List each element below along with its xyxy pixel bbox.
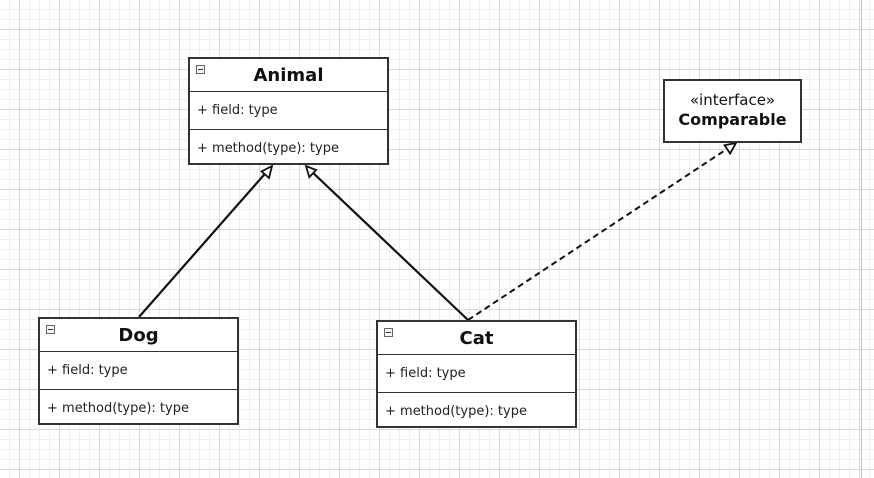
class-animal-method[interactable]: + method(type): type bbox=[197, 140, 339, 156]
class-animal-name: Animal bbox=[253, 64, 324, 86]
class-cat-method[interactable]: + method(type): type bbox=[385, 403, 527, 419]
dog-generalization-arrowhead bbox=[260, 164, 274, 180]
class-dog-header[interactable]: Dog bbox=[40, 319, 237, 352]
class-dog-method[interactable]: + method(type): type bbox=[47, 400, 189, 416]
cat-comparable-realization-line[interactable] bbox=[467, 144, 734, 321]
class-animal-field[interactable]: + field: type bbox=[190, 92, 387, 130]
class-dog-field[interactable]: + field: type bbox=[40, 352, 237, 390]
collapse-icon[interactable] bbox=[196, 65, 205, 74]
class-dog[interactable]: Dog + field: type + method(type): type bbox=[38, 317, 239, 425]
class-cat-field[interactable]: + field: type bbox=[378, 355, 575, 393]
dog-animal-generalization-line[interactable] bbox=[138, 167, 271, 318]
interface-comparable[interactable]: «interface» Comparable bbox=[663, 79, 802, 143]
cat-animal-generalization-line[interactable] bbox=[308, 168, 469, 321]
collapse-icon[interactable] bbox=[384, 328, 393, 337]
cat-generalization-arrowhead bbox=[304, 164, 318, 179]
class-animal-header[interactable]: Animal bbox=[190, 59, 387, 92]
realization-arrowhead bbox=[723, 141, 738, 156]
collapse-icon[interactable] bbox=[46, 325, 55, 334]
class-cat-header[interactable]: Cat bbox=[378, 322, 575, 355]
canvas-edge-line bbox=[861, 0, 862, 478]
class-cat[interactable]: Cat + field: type + method(type): type bbox=[376, 320, 577, 428]
interface-stereotype: «interface» bbox=[689, 91, 776, 109]
interface-name: Comparable bbox=[678, 110, 787, 129]
class-animal[interactable]: Animal + field: type + method(type): typ… bbox=[188, 57, 389, 165]
class-dog-name: Dog bbox=[118, 324, 159, 346]
class-cat-name: Cat bbox=[459, 327, 494, 349]
